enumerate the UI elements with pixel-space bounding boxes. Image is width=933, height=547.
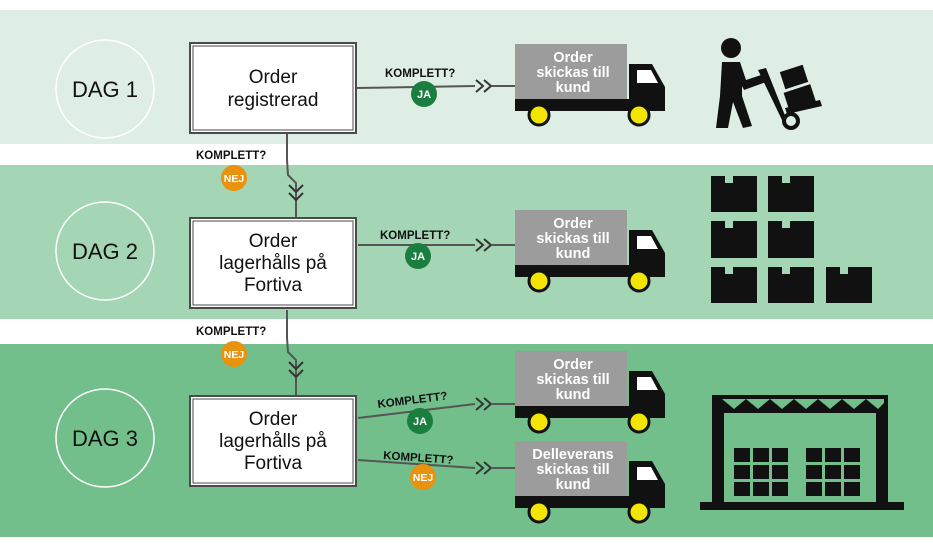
box-line: Order	[249, 231, 298, 252]
truck-line: skickas till	[536, 65, 609, 81]
box-line: Fortiva	[244, 275, 303, 296]
svg-text:NEJ: NEJ	[224, 349, 245, 361]
day-circle-1: DAG 1	[55, 39, 155, 139]
badge-nej: NEJ	[221, 165, 247, 191]
svg-text:JA: JA	[417, 89, 431, 101]
decision-question: KOMPLETT?	[196, 150, 266, 162]
truck-line: kund	[556, 387, 591, 403]
connector-row3-nej	[357, 459, 476, 469]
badge-nej: NEJ	[410, 464, 436, 490]
svg-text:NEJ: NEJ	[224, 173, 245, 185]
person-hand-truck-icon	[716, 38, 822, 130]
process-box-day-2: Order lagerhålls på Fortiva	[189, 217, 357, 309]
box-line: Order	[249, 409, 298, 430]
band-day-1	[0, 10, 933, 144]
box-line: Fortiva	[244, 453, 303, 474]
truck-icon: Order skickas till kund	[515, 351, 665, 434]
day-label-2: DAG 2	[72, 239, 138, 264]
chevron-down-icon	[288, 361, 304, 379]
connector-day1-to-day2	[286, 133, 297, 218]
day-label-3: DAG 3	[72, 426, 138, 451]
badge-ja: JA	[411, 81, 437, 107]
badge-nej: NEJ	[221, 341, 247, 367]
truck-line: Delleverans	[532, 447, 613, 463]
connector-day2-to-day3	[286, 310, 297, 396]
warehouse-icon	[700, 395, 904, 510]
truck-line: skickas till	[536, 231, 609, 247]
truck-line: Order	[553, 357, 593, 373]
day-circle-3: DAG 3	[55, 388, 155, 488]
day-circle-2: DAG 2	[55, 201, 155, 301]
svg-text:JA: JA	[413, 416, 427, 428]
truck-line: skickas till	[536, 462, 609, 478]
truck-icon: Order skickas till kund	[515, 210, 665, 293]
badge-ja: JA	[407, 408, 433, 434]
decision-question: KOMPLETT?	[385, 68, 455, 80]
truck-line: skickas till	[536, 372, 609, 388]
truck-line: kund	[556, 477, 591, 493]
process-box-day-3: Order lagerhålls på Fortiva	[189, 395, 357, 487]
box-line: registrerad	[228, 90, 319, 111]
boxes-stack-icon	[711, 176, 872, 303]
box-line: Order	[249, 67, 298, 88]
box-line: lagerhålls på	[219, 431, 327, 452]
truck-icon: Order skickas till kund	[515, 44, 665, 127]
truck-icon: Delleverans skickas till kund	[515, 441, 665, 524]
svg-text:JA: JA	[411, 251, 425, 263]
day-label-1: DAG 1	[72, 77, 138, 102]
truck-line: Order	[553, 50, 593, 66]
badge-ja: JA	[405, 243, 431, 269]
truck-line: kund	[556, 80, 591, 96]
truck-line: Order	[553, 216, 593, 232]
process-box-day-1: Order registrerad	[189, 42, 357, 134]
decision-question: KOMPLETT?	[196, 326, 266, 338]
box-line: lagerhålls på	[219, 253, 327, 274]
truck-line: kund	[556, 246, 591, 262]
chevron-down-icon	[288, 184, 304, 202]
svg-text:NEJ: NEJ	[413, 472, 434, 484]
decision-question: KOMPLETT?	[383, 450, 454, 467]
decision-question: KOMPLETT?	[380, 230, 450, 242]
